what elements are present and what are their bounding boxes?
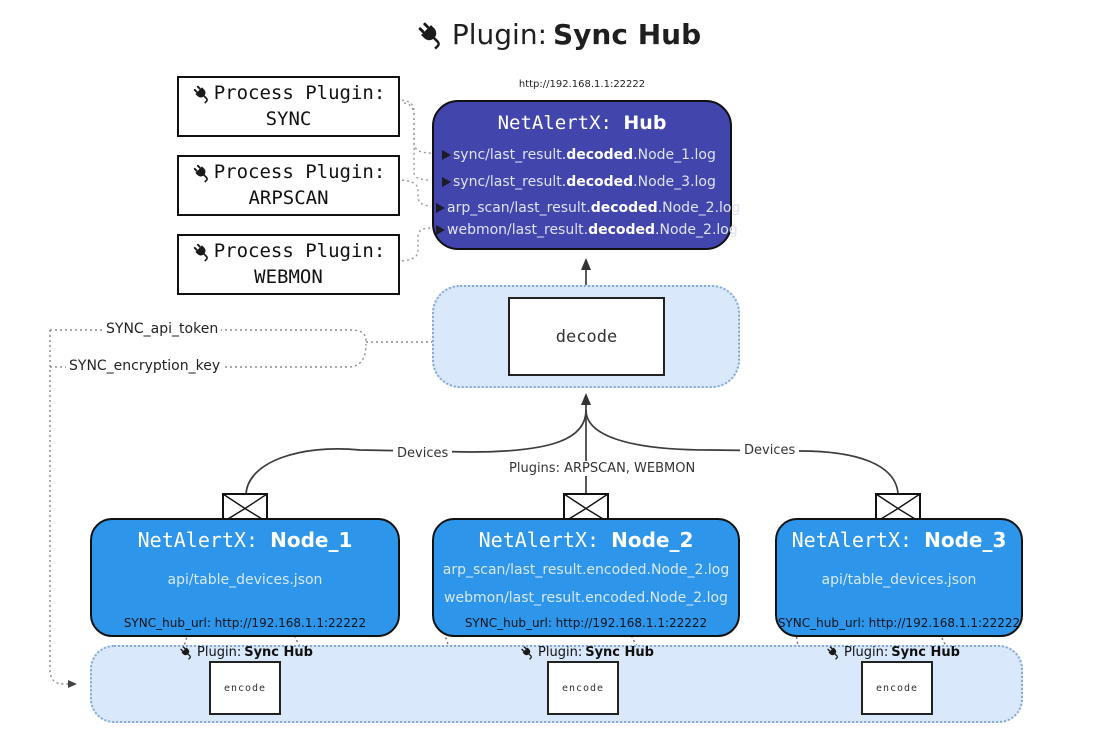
page-title-label: Plugin: xyxy=(451,18,548,51)
plug-icon xyxy=(416,20,446,50)
node-box-node3: NetAlertX: Node_3 api/table_devices.json… xyxy=(775,518,1023,637)
node-title: NetAlertX: Node_3 xyxy=(791,528,1007,552)
arrow-right-icon xyxy=(436,225,445,235)
hub-log-row: sync/last_result.decoded.Node_3.log xyxy=(442,169,716,195)
encoder-label: Plugin:Sync Hub xyxy=(179,645,313,660)
node-title: NetAlertX: Node_1 xyxy=(137,528,353,552)
hub-url-label: http://192.168.1.1:22222 xyxy=(518,79,646,90)
node-title: NetAlertX: Node_2 xyxy=(478,528,694,552)
process-plugin-name: SYNC xyxy=(265,107,312,130)
hub-title-prefix: NetAlertX: xyxy=(497,112,612,134)
node-file: api/table_devices.json xyxy=(167,572,323,588)
arrow-right-icon xyxy=(442,177,451,187)
node-hub-url: SYNC_hub_url: http://192.168.1.1:22222 xyxy=(777,616,1021,630)
process-plugin-name: WEBMON xyxy=(254,265,323,288)
node-hub-url: SYNC_hub_url: http://192.168.1.1:22222 xyxy=(123,616,367,630)
process-plugin-name: ARPSCAN xyxy=(248,186,329,209)
process-plugin-box-sync: Process Plugin: SYNC xyxy=(177,76,400,137)
page-title: Plugin: Sync Hub xyxy=(0,18,1117,51)
plug-icon xyxy=(192,84,212,104)
plugin-to-hub-connectors xyxy=(396,99,432,262)
plug-icon xyxy=(192,163,212,183)
plug-icon xyxy=(826,645,841,660)
plug-icon xyxy=(520,645,535,660)
sync-encryption-key-label: SYNC_encryption_key xyxy=(66,358,224,374)
edge-label-plugins: Plugins: ARPSCAN, WEBMON xyxy=(505,461,700,476)
hub-title: NetAlertX: Hub xyxy=(434,112,730,134)
plug-icon xyxy=(179,645,194,660)
node-file: webmon/last_result.encoded.Node_2.log xyxy=(444,590,728,606)
encode-box: encode xyxy=(547,661,619,715)
arrow-right-icon xyxy=(436,203,445,213)
process-plugin-box-webmon: Process Plugin: WEBMON xyxy=(177,234,400,295)
node-box-node2: NetAlertX: Node_2 arp_scan/last_result.e… xyxy=(432,518,740,637)
process-plugin-box-arpscan: Process Plugin: ARPSCAN xyxy=(177,155,400,216)
node-hub-url: SYNC_hub_url: http://192.168.1.1:22222 xyxy=(464,616,708,630)
encoder-label: Plugin:Sync Hub xyxy=(520,645,654,660)
encode-box: encode xyxy=(861,661,933,715)
hub-log-row: sync/last_result.decoded.Node_1.log xyxy=(442,142,716,168)
page-title-name: Sync Hub xyxy=(553,18,702,51)
hub-log-row: arp_scan/last_result.decoded.Node_2.log xyxy=(436,195,740,221)
plug-icon xyxy=(192,242,212,262)
hub-box: NetAlertX: Hub sync/last_result.decoded.… xyxy=(432,100,740,250)
edge-label-devices-left: Devices xyxy=(393,446,453,461)
hub-title-name: Hub xyxy=(623,112,667,134)
decode-box: decode xyxy=(508,297,665,376)
process-plugin-label: Process Plugin: xyxy=(213,81,386,104)
sync-api-token-label: SYNC_api_token xyxy=(103,321,222,337)
edge-label-devices-right: Devices xyxy=(740,443,800,458)
hub-log-row: webmon/last_result.decoded.Node_2.log xyxy=(436,217,738,243)
node-file: api/table_devices.json xyxy=(821,572,977,588)
encode-box: encode xyxy=(209,661,281,715)
node-file: arp_scan/last_result.encoded.Node_2.log xyxy=(442,562,730,578)
arrow-right-icon xyxy=(442,150,451,160)
encoder-label: Plugin:Sync Hub xyxy=(826,645,960,660)
process-plugin-label: Process Plugin: xyxy=(213,239,386,262)
node-box-node1: NetAlertX: Node_1 api/table_devices.json… xyxy=(90,518,400,637)
process-plugin-label: Process Plugin: xyxy=(213,160,386,183)
